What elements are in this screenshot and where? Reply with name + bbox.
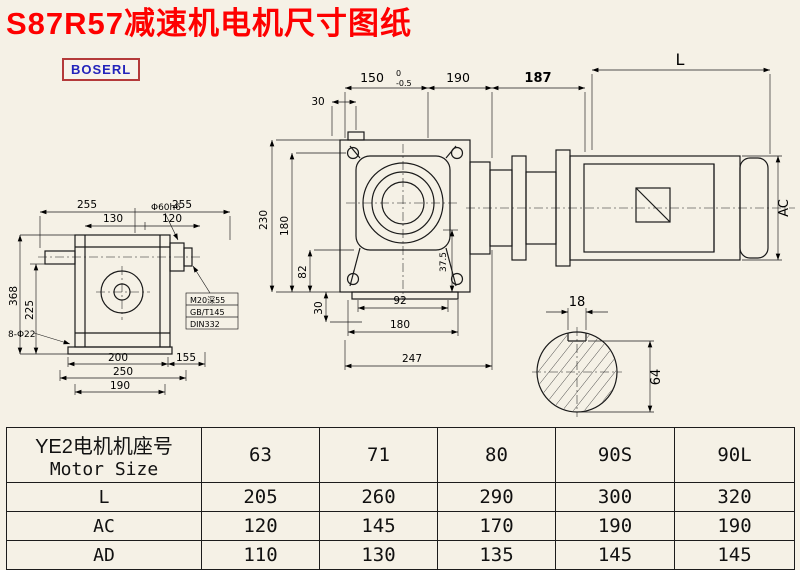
technical-drawing: 255 255 130 120 368 225 200 155 250 190 … [8,50,795,417]
cell-AC-2: 170 [437,511,556,541]
dim-side-255-right: 255 [172,199,192,211]
size-col-90S: 90S [555,427,675,483]
dim-side-200: 200 [108,352,128,364]
dim-shaft-dia: Φ60h6 [151,203,181,213]
table-header-label-cell: YE2电机机座号 Motor Size [6,427,202,483]
size-col-90L: 90L [674,427,795,483]
gearbox-front-view: 30 150 0 -0.5 190 230 180 82 30 37.5 92 … [258,69,586,370]
cell-AD-1: 130 [319,540,438,570]
cell-AC-1: 145 [319,511,438,541]
cell-L-3: 300 [555,482,675,512]
note-standard-1: GB/T145 [190,308,225,317]
cell-AC-0: 120 [201,511,320,541]
dim-front-247: 247 [402,353,422,365]
dim-front-37-5: 37.5 [439,252,449,272]
cell-AC-3: 190 [555,511,675,541]
dim-front-180-left: 180 [279,216,291,236]
dim-front-150-tol-dn: -0.5 [396,79,412,88]
dim-side-190: 190 [110,380,130,392]
table-row-AD: AD 110 130 135 145 145 [6,540,795,570]
dim-front-30-foot: 30 [313,301,325,314]
dim-bolt-holes: 8-Φ22 [8,330,36,340]
dim-side-130: 130 [103,213,123,225]
table-row-AC: AC 120 145 170 190 190 [6,511,795,541]
cell-AC-4: 190 [674,511,795,541]
dim-key-18: 18 [569,295,586,310]
dim-front-180-bottom: 180 [390,319,410,331]
motor-size-table: YE2电机机座号 Motor Size 63 71 80 90S 90L L 2… [6,427,795,570]
shaft-section-view: 18 64 [532,295,664,417]
dim-side-250: 250 [113,366,133,378]
dim-front-190: 190 [446,70,470,85]
header-label-cn: YE2电机机座号 [35,436,173,458]
dim-side-225: 225 [24,300,36,320]
size-col-63: 63 [201,427,320,483]
brand-logo: BOSERL [62,58,141,81]
dim-front-82: 82 [297,265,309,278]
dim-side-120: 120 [162,213,182,225]
cell-L-0: 205 [201,482,320,512]
note-standard-2: DIN332 [190,320,220,329]
dim-shaft-64: 64 [649,369,664,386]
motor-view: 187 L AC [466,50,795,267]
table-header-row: YE2电机机座号 Motor Size 63 71 80 90S 90L [6,427,795,483]
size-col-80: 80 [437,427,556,483]
cell-AD-4: 145 [674,540,795,570]
cell-AD-0: 110 [201,540,320,570]
row-label-L: L [6,482,202,512]
table-row-L: L 205 260 290 300 320 [6,482,795,512]
dim-front-230: 230 [258,210,270,230]
cell-L-1: 260 [319,482,438,512]
dim-side-155: 155 [176,352,196,364]
dim-side-255-left: 255 [77,199,97,211]
note-thread: M20深55 [190,296,225,305]
row-label-AC: AC [6,511,202,541]
cell-L-4: 320 [674,482,795,512]
size-col-71: 71 [319,427,438,483]
header-label-en: Motor Size [49,459,159,480]
cell-L-2: 290 [437,482,556,512]
dim-front-150: 150 [360,70,384,85]
dim-side-368: 368 [8,286,20,306]
dim-motor-187: 187 [524,71,551,86]
dim-motor-L: L [676,50,685,69]
dim-front-92: 92 [393,295,406,307]
dim-front-30-top: 30 [311,96,324,108]
page-title: S87R57减速机电机尺寸图纸 [6,6,413,41]
dim-motor-AC: AC [777,199,792,217]
dim-front-150-tol-up: 0 [396,69,401,78]
cell-AD-3: 145 [555,540,675,570]
row-label-AD: AD [6,540,202,570]
gearbox-side-view: 255 255 130 120 368 225 200 155 250 190 … [8,199,239,395]
cell-AD-2: 135 [437,540,556,570]
